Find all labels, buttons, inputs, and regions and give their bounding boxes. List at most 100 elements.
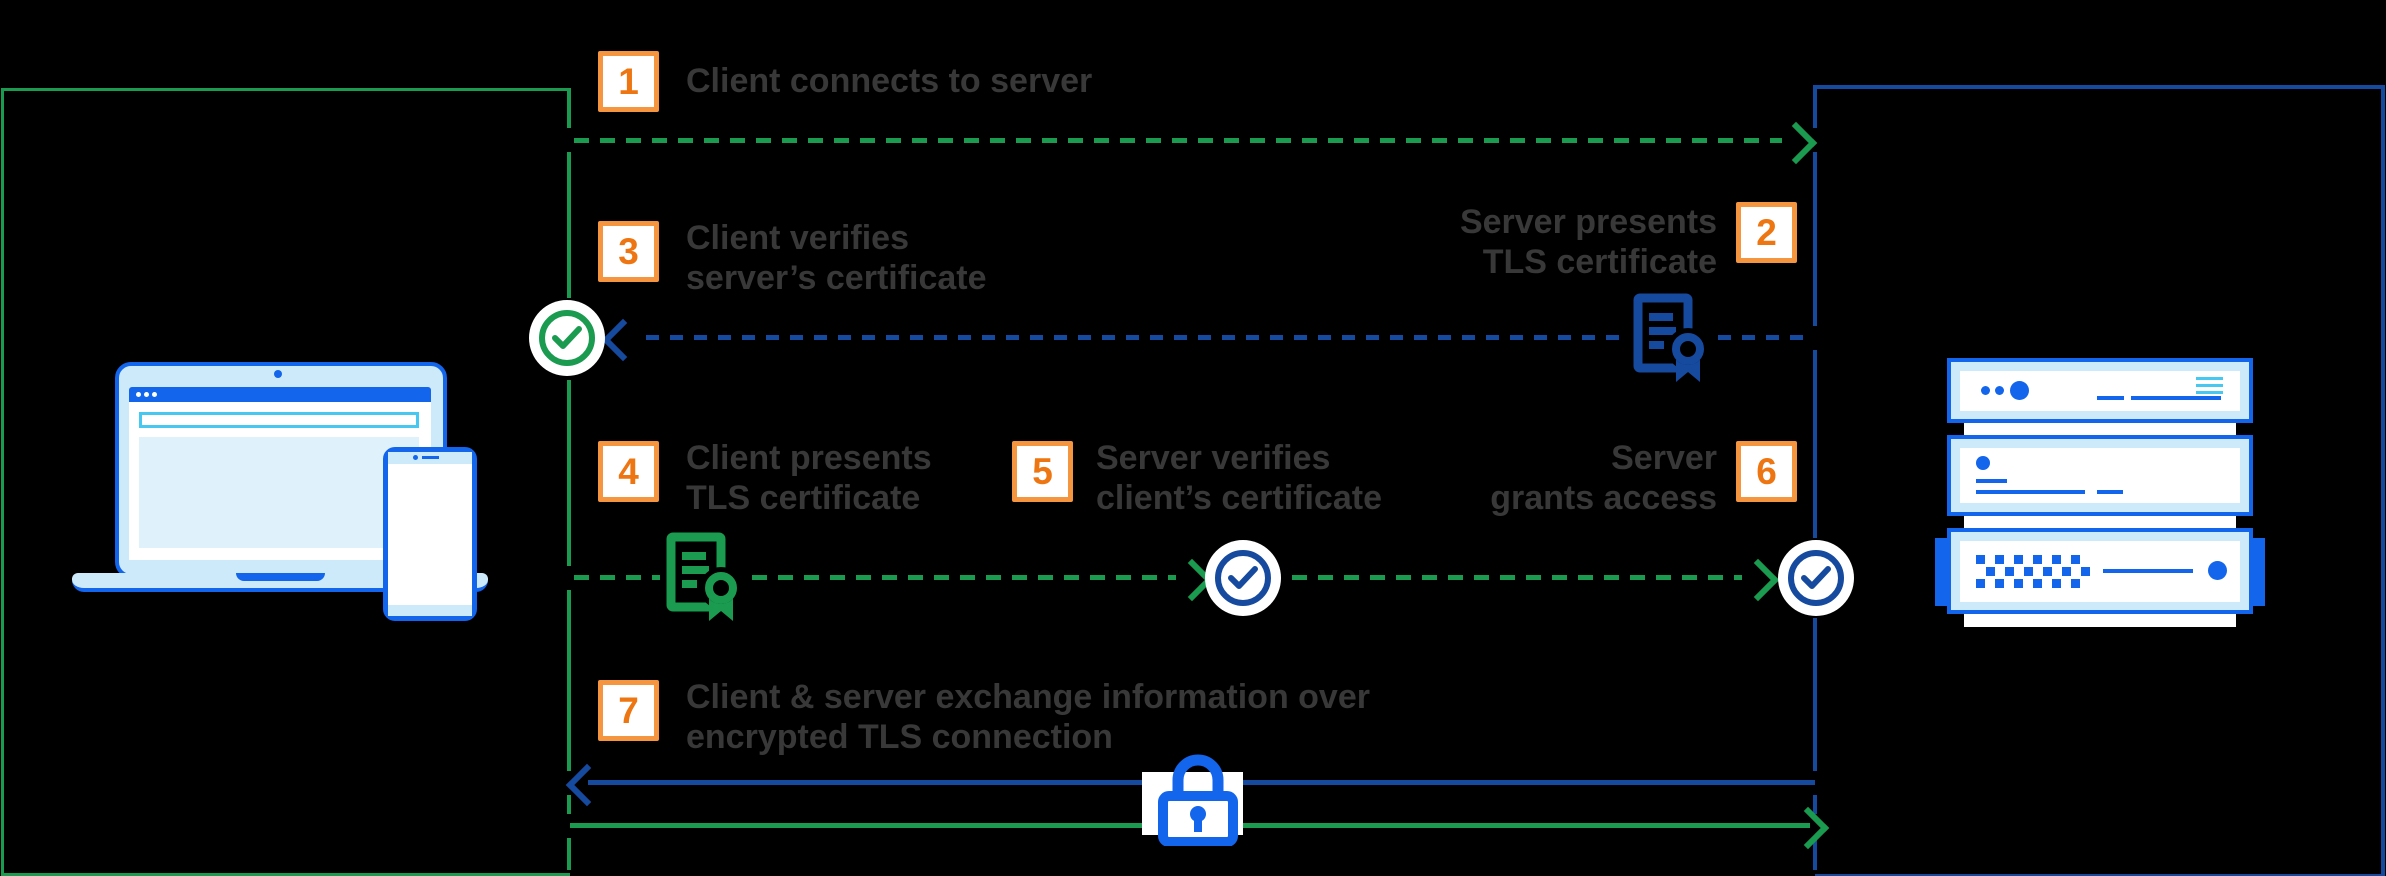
step-number: 2 [1756,211,1777,253]
step-label-2: Server presents TLS certificate [1459,203,1717,281]
server-unit-2-panel [1960,448,2240,503]
arrow-client-connects [574,138,1782,143]
step-number: 3 [618,230,639,272]
browser-dot [144,392,149,397]
step-badge-5: 5 [1012,441,1073,502]
server-detail-line [1976,479,2007,483]
step-label-7: Client & server exchange information ove… [686,678,1370,756]
browser-dot [136,392,141,397]
arrowhead-right-icon [1736,558,1780,602]
server-boundary-box [1815,85,2385,876]
server-lifeline [1813,350,1817,538]
browser-dot [152,392,157,397]
client-certificate-icon [666,532,742,621]
browser-address-bar [139,412,419,428]
step-label-4: Client presents TLS certificate [686,439,932,517]
server-detail-line [1976,490,2085,494]
laptop-camera-dot [274,370,282,378]
padlock-icon [1158,754,1238,846]
server-side-tab [2253,538,2265,606]
step-badge-3: 3 [598,221,659,282]
server-unit-3-panel [1960,541,2240,602]
vent-dot [2033,579,2042,588]
server-verifies-checkmark-icon [1205,540,1281,616]
client-lifeline [567,838,571,870]
vent-dot [2071,555,2080,564]
step-badge-6: 6 [1736,441,1797,502]
browser-titlebar [129,387,431,402]
arrow-client-presents-cert [574,575,660,580]
vent-dot [1995,579,2004,588]
browser-content-area [139,437,419,548]
client-lifeline [567,88,571,128]
vent-dot [2033,555,2042,564]
server-led [2010,381,2029,400]
step-number: 7 [618,689,639,731]
vent-dot [2014,579,2023,588]
server-vent-line [2196,391,2223,394]
arrowhead-left-icon [565,763,609,807]
server-grants-access-checkmark-icon [1778,540,1854,616]
step-label-5: Server verifies client’s certificate [1096,439,1382,517]
vent-dot [1986,567,1995,576]
vent-dot [2024,567,2033,576]
server-lifeline [1813,840,1817,870]
server-connector [1964,614,2236,627]
server-lifeline [1813,152,1817,326]
vent-dot [2081,567,2090,576]
vent-dot [2014,555,2023,564]
arrowhead-left-icon [601,318,645,362]
phone-speaker-bar [422,456,439,459]
arrowhead-right-icon [1774,121,1818,165]
server-detail-line [2131,396,2221,400]
step-badge-1: 1 [598,51,659,112]
arrow-server-grants-access [1292,575,1742,580]
server-certificate-icon [1633,293,1709,382]
arrow-client-presents-cert [752,575,1176,580]
server-led [1981,386,1990,395]
step-number: 6 [1756,450,1777,492]
laptop-hinge-notch [236,573,325,581]
step-label-6: Server grants access [1490,439,1717,517]
server-vent-line [2196,384,2223,387]
step-label-1: Client connects to server [686,62,1093,100]
server-connector [1964,423,2236,435]
vent-dot [2043,567,2052,576]
vent-dot [2005,567,2014,576]
vent-dot [1995,555,2004,564]
vent-dot [2052,555,2061,564]
vent-dot [1976,579,1985,588]
server-detail-line [2097,396,2124,400]
server-connector [1964,516,2236,528]
vent-dot [2052,579,2061,588]
server-unit-1-panel [1960,371,2240,411]
client-lifeline [567,152,571,298]
server-detail-line [2097,490,2123,494]
arrow-server-presents-cert [1718,335,1813,340]
phone-bottom-bezel [388,605,472,616]
server-lifeline [1813,85,1817,128]
vent-dot [1976,555,1985,564]
step-label-3: Client verifies server’s certificate [686,219,987,297]
client-lifeline [567,380,571,566]
server-led [1976,456,1990,470]
step-number: 4 [618,450,639,492]
step-badge-2: 2 [1736,202,1797,263]
step-number: 5 [1032,450,1053,492]
step-badge-7: 7 [598,680,659,741]
server-led [1995,386,2004,395]
phone [383,447,477,621]
client-boundary-box [1,88,570,876]
server-vent-line [2196,377,2223,380]
vent-dot [2062,567,2071,576]
vent-dot [2071,579,2080,588]
step-number: 1 [618,60,639,102]
server-lifeline [1813,795,1817,814]
server-detail-line [2103,569,2193,573]
arrow-server-presents-cert [646,335,1630,340]
server-led [2208,561,2227,580]
step-badge-4: 4 [598,441,659,502]
client-lifeline [567,795,571,814]
server-side-tab [1935,538,1947,606]
